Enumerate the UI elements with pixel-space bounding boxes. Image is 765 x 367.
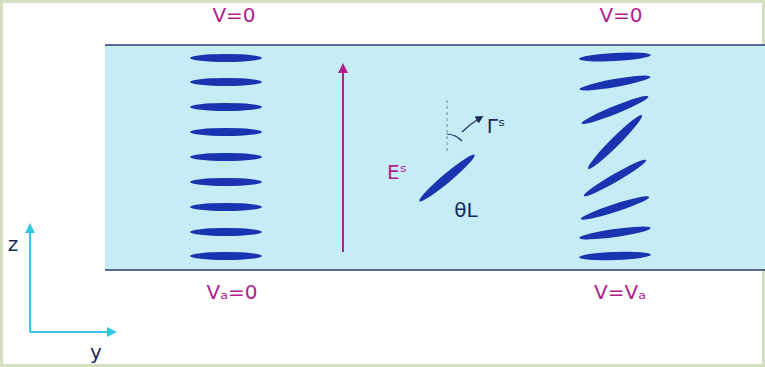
axis-label: z <box>8 233 19 255</box>
tilted-molecule <box>417 151 478 204</box>
torque-label: Γˢ <box>487 115 506 137</box>
voltage-label: Vₐ=0 <box>207 281 258 303</box>
field-label: Eˢ <box>387 161 407 183</box>
bottom-electrode <box>105 269 765 271</box>
molecules-off <box>190 54 262 260</box>
angle-arc <box>447 134 462 141</box>
molecules-on <box>579 51 651 261</box>
vertical-reference <box>446 100 447 152</box>
y-axis <box>30 331 112 333</box>
voltage-label: V=Vₐ <box>594 281 646 303</box>
voltage-label: V=0 <box>212 4 255 26</box>
angle-label: θL <box>454 199 477 221</box>
axis-label: y <box>90 341 102 363</box>
liquid-crystal-cell <box>105 45 765 270</box>
field-arrow <box>342 68 344 252</box>
voltage-label: V=0 <box>599 4 642 26</box>
torque-arrow <box>462 118 480 132</box>
top-electrode <box>105 44 765 46</box>
z-axis <box>29 228 31 332</box>
